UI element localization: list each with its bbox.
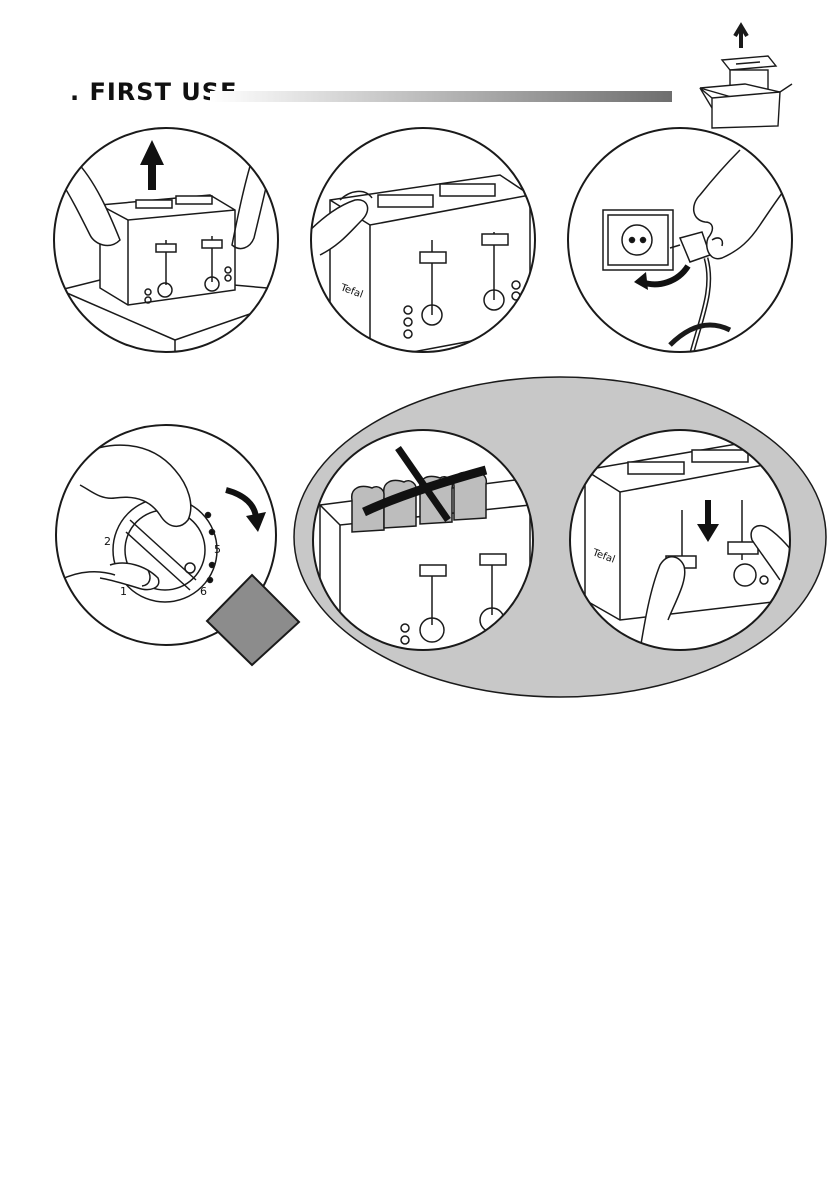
step-dial-illustration: 2 1 5 6 [56,425,299,665]
dial-number-1: 1 [120,585,127,598]
step-lift-illustration [54,128,290,360]
step-wipe-illustration: Tefal [305,128,535,360]
dial-number-5: 5 [214,543,221,556]
grey-square-badge [207,575,299,665]
dial-number-6: 6 [200,585,207,598]
dial-number-2: 2 [104,535,111,548]
box-icon [700,26,792,128]
step-plug-illustration [568,128,792,360]
